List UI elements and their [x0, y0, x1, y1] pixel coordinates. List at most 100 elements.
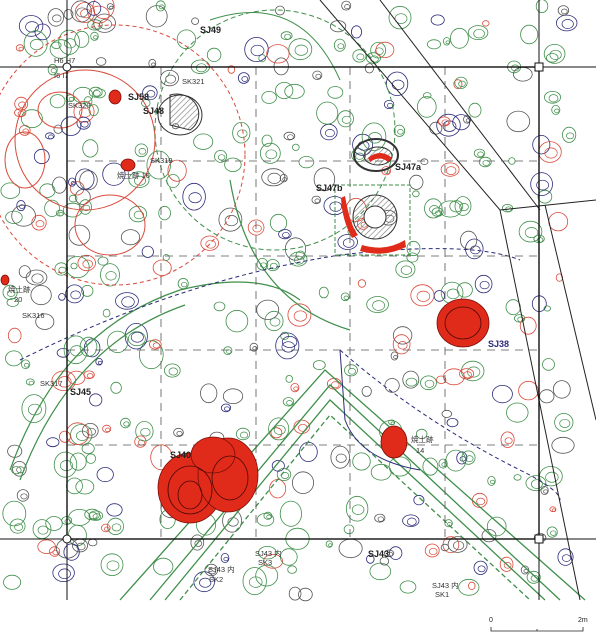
- pit-outline: [440, 162, 460, 177]
- pit-outline: [402, 370, 420, 389]
- pit-outline: [275, 5, 285, 16]
- pit-inner-outline: [342, 238, 355, 248]
- pit-inner-outline: [58, 568, 71, 580]
- pit-inner-outline: [503, 562, 512, 569]
- pit-outline: [75, 479, 95, 495]
- pit-outline: [284, 83, 305, 99]
- label-sj47b: SJ47b: [316, 183, 343, 193]
- pit-inner-outline: [140, 427, 151, 437]
- pit-outline: [402, 514, 420, 527]
- pit-outline: [438, 458, 448, 469]
- pit-inner-outline: [205, 239, 216, 249]
- pit-outline: [325, 540, 333, 548]
- pit-outline: [473, 560, 488, 575]
- pit-outline: [263, 553, 284, 569]
- sj38-outline: [19, 248, 561, 501]
- pit-outline: [47, 63, 58, 76]
- pit-outline: [63, 9, 74, 20]
- pit-outline: [384, 378, 400, 393]
- pit-outline: [256, 299, 280, 320]
- pit-outline: [5, 350, 23, 367]
- pit-outline: [256, 513, 275, 527]
- pit-outline: [258, 546, 277, 560]
- pit-outline: [7, 444, 23, 458]
- pit-outline: [337, 110, 354, 128]
- pit-inner-outline: [68, 97, 74, 102]
- pit-outline: [69, 452, 87, 471]
- pit-inner-outline: [64, 38, 77, 49]
- pit-outline: [280, 331, 290, 340]
- pit-inner-outline: [217, 154, 226, 161]
- pit-outline: [110, 381, 122, 394]
- pit-outline: [70, 262, 78, 270]
- pit-outline: [285, 374, 293, 383]
- pit-outline: [14, 108, 27, 118]
- pit-outline: [20, 109, 43, 129]
- label-hearth20-b: 20: [14, 295, 22, 304]
- pit-outline: [420, 375, 437, 391]
- pit-inner-outline: [314, 198, 321, 204]
- pit-outline: [141, 245, 154, 258]
- pit-outline: [530, 172, 553, 197]
- pit-features: [0, 0, 578, 602]
- pit-outline: [261, 91, 277, 104]
- pit-inner-outline: [199, 577, 212, 588]
- pit-outline: [74, 30, 90, 48]
- pit-inner-outline: [86, 427, 96, 436]
- pit-outline: [74, 189, 91, 205]
- pit-outline: [39, 183, 56, 198]
- pit-outline: [5, 210, 23, 224]
- pit-outline: [430, 14, 445, 26]
- pit-inner-outline: [536, 179, 549, 191]
- sj45-outline: [9, 179, 351, 481]
- pit-inner-outline: [329, 201, 342, 212]
- pit-outline: [115, 292, 139, 310]
- pit-outline: [227, 65, 236, 74]
- pit-outline: [264, 310, 284, 332]
- pit-outline: [269, 479, 287, 499]
- pit-outline: [34, 23, 51, 41]
- pit-outline: [81, 442, 95, 454]
- pit-inner-outline: [106, 560, 120, 571]
- pit-inner-outline: [566, 132, 575, 140]
- pit-inner-outline: [559, 418, 571, 428]
- pit-outline: [519, 316, 537, 335]
- pit-inner-outline: [188, 192, 202, 204]
- pit-outline: [412, 190, 420, 198]
- pit-inner-outline: [123, 421, 130, 427]
- pit-outline: [486, 516, 507, 537]
- label-sj43: SJ43: [368, 549, 389, 559]
- pit-outline: [68, 524, 87, 547]
- pit-outline: [191, 17, 200, 25]
- pit-outline: [288, 38, 313, 61]
- pit-outline: [542, 358, 555, 371]
- pit-inner-outline: [551, 508, 556, 512]
- label-sk319: SK319: [150, 156, 173, 165]
- pit-outline: [370, 463, 392, 481]
- pit-outline: [7, 327, 22, 344]
- pit-outline: [269, 213, 288, 232]
- pit-inner-outline: [22, 128, 30, 135]
- pit-inner-outline: [130, 331, 144, 343]
- pit-outline: [95, 57, 107, 66]
- pit-outline: [357, 279, 366, 288]
- pit-inner-outline: [465, 455, 474, 462]
- pit-inner-outline: [86, 373, 94, 379]
- pit-outline: [214, 149, 228, 163]
- pit-inner-outline: [337, 43, 345, 50]
- pit-inner-outline: [105, 427, 111, 432]
- pit-outline: [518, 380, 539, 401]
- label-hearth14-b: 14: [416, 446, 424, 455]
- pit-inner-outline: [282, 177, 288, 182]
- pit-outline: [79, 170, 98, 191]
- pit-inner-outline: [429, 205, 440, 214]
- pit-outline: [543, 44, 566, 64]
- pit-outline: [220, 403, 232, 413]
- pit-outline: [65, 284, 84, 304]
- pit-outline: [561, 126, 577, 143]
- pit-inner-outline: [239, 431, 249, 439]
- pit-outline: [77, 254, 96, 272]
- pit-inner-outline: [37, 525, 49, 535]
- pit-outline: [141, 99, 151, 108]
- pit-inner-outline: [266, 514, 272, 519]
